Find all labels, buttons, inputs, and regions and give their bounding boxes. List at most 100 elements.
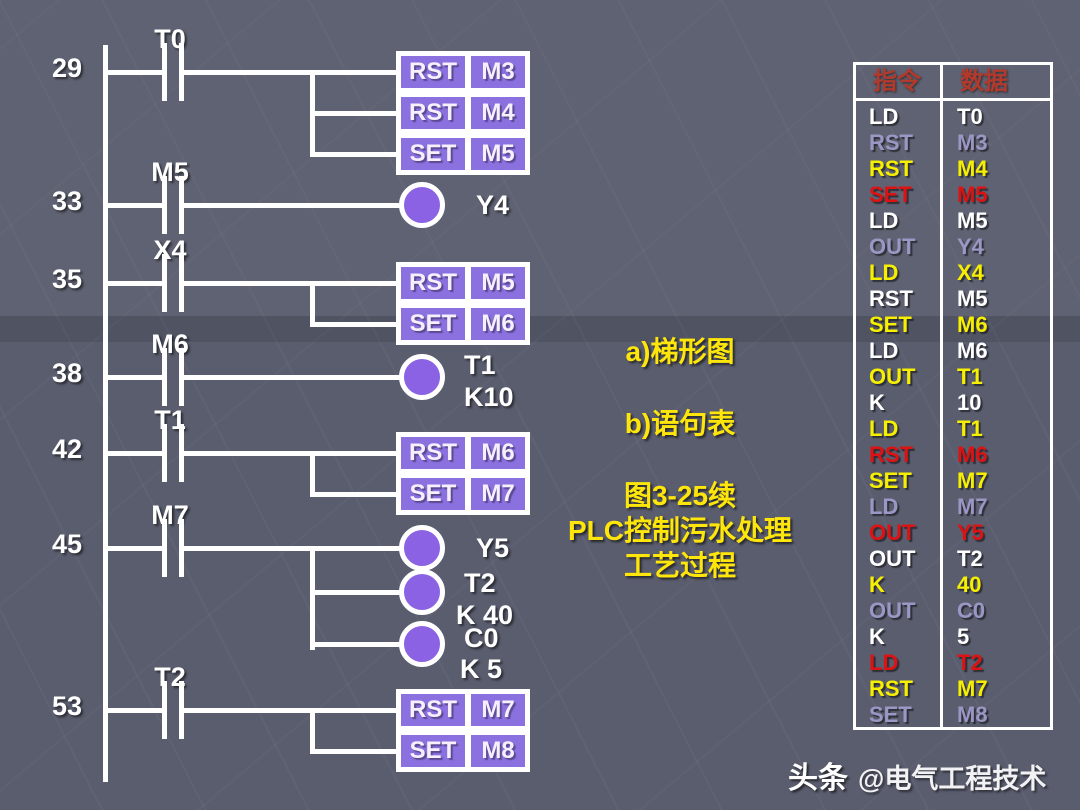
coil (399, 354, 445, 400)
data-cell: M6 (957, 442, 988, 467)
contact-bar (179, 43, 184, 101)
output-box-row: SET M6 (401, 308, 525, 340)
coil-label: T2 (464, 568, 496, 598)
output-box-row: SET M7 (401, 478, 525, 510)
table-header-row: 指令 数据 (856, 65, 1050, 101)
contact-label: T1 (154, 405, 186, 435)
output-box-row: RST M3 (401, 56, 525, 88)
instruction-cell: RST (869, 130, 913, 155)
table-row: K 10 (856, 390, 1050, 416)
instruction-cell: K (869, 390, 885, 415)
wire (108, 203, 162, 208)
rst-set-box: SET (401, 735, 465, 767)
instruction-cell: LD (869, 208, 899, 233)
output-box-row: RST M7 (401, 694, 525, 726)
data-cell: T1 (957, 364, 983, 389)
operand-box: M5 (471, 267, 525, 299)
rung-number: 29 (51, 53, 83, 83)
coil-label: K10 (464, 382, 514, 412)
watermark: 头条 @电气工程技术 (788, 753, 1046, 797)
branch-wire (310, 546, 315, 650)
table-row: RST M6 (856, 442, 1050, 468)
contact-label: M5 (151, 157, 189, 187)
data-cell: 10 (957, 390, 982, 415)
wire (310, 322, 396, 327)
operand-box: M6 (471, 308, 525, 340)
instruction-cell: OUT (869, 598, 916, 623)
instruction-cell: K (869, 572, 885, 597)
instruction-cell: LD (869, 494, 899, 519)
output-box-row: SET M5 (401, 138, 525, 170)
data-cell: M5 (957, 208, 988, 233)
contact-bar (179, 254, 184, 312)
contact-bar (162, 519, 167, 577)
rung-number: 35 (51, 264, 83, 294)
rst-set-box: SET (401, 308, 465, 340)
table-row: SET M8 (856, 702, 1050, 728)
wire (108, 375, 162, 380)
table-row: LD M7 (856, 494, 1050, 520)
wire (108, 281, 162, 286)
contact-label: M7 (151, 500, 189, 530)
output-box-row: RST M6 (401, 437, 525, 469)
data-cell: T0 (957, 104, 983, 129)
data-cell: M6 (957, 338, 988, 363)
data-cell: M8 (957, 702, 988, 727)
instruction-cell: RST (869, 676, 913, 701)
wire (310, 642, 401, 647)
operand-box: M6 (471, 437, 525, 469)
background-band-dark (0, 316, 1080, 342)
data-cell: X4 (957, 260, 984, 285)
power-rail (103, 45, 108, 782)
rst-set-box: RST (401, 437, 465, 469)
instruction-cell: OUT (869, 364, 916, 389)
instruction-cell: RST (869, 286, 913, 311)
wire (310, 590, 401, 595)
output-box-group: RST M7 SET M8 (396, 689, 530, 772)
table-row: RST M5 (856, 286, 1050, 312)
rst-set-box: RST (401, 267, 465, 299)
coil-label: Y4 (476, 190, 510, 220)
rst-set-box: SET (401, 478, 465, 510)
output-box-group: RST M6 SET M7 (396, 432, 530, 515)
data-cell: M5 (957, 286, 988, 311)
instruction-cell: LD (869, 416, 899, 441)
figure-title-line1: 图3-25续 (623, 480, 737, 511)
branch-wire (310, 281, 315, 326)
rung-number: 53 (51, 691, 83, 721)
coil (399, 525, 445, 571)
instruction-cell: OUT (869, 520, 916, 545)
data-cell: M4 (957, 156, 988, 181)
coil-label: T1 (464, 350, 496, 380)
wire (108, 70, 162, 75)
data-cell: M7 (957, 494, 988, 519)
rst-set-box: SET (401, 138, 465, 170)
output-box-row: RST M4 (401, 97, 525, 129)
output-box-row: SET M8 (401, 735, 525, 767)
wire (310, 749, 396, 754)
caption-statement: b)语句表 (624, 408, 736, 439)
operand-box: M3 (471, 56, 525, 88)
instruction-cell: RST (869, 442, 913, 467)
wire (184, 203, 401, 208)
instruction-cell: SET (869, 312, 912, 337)
instruction-cell: SET (869, 182, 912, 207)
data-cell: T1 (957, 416, 983, 441)
instruction-cell: SET (869, 702, 912, 727)
instruction-cell: SET (869, 468, 912, 493)
contact-label: M6 (151, 329, 189, 359)
figure-title-line3: 工艺过程 (623, 550, 736, 581)
rung-number: 33 (51, 186, 83, 216)
branch-wire (310, 708, 315, 753)
